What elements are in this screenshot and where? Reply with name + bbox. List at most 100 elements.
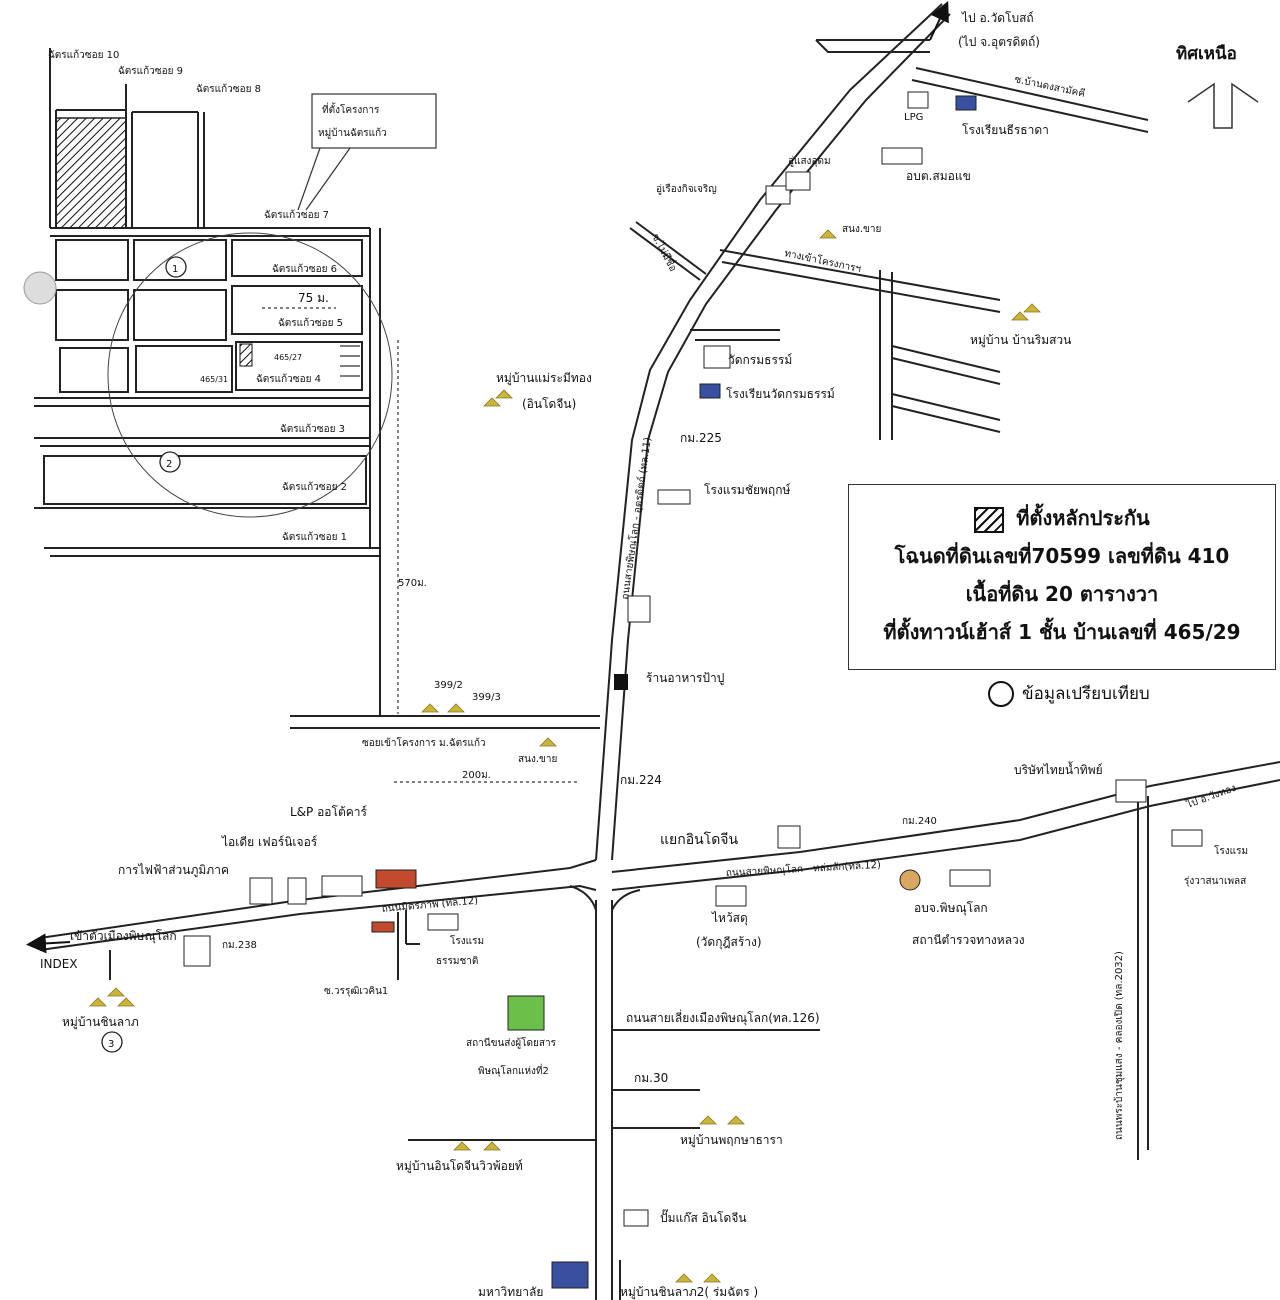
mb-chinlak2-label: หมู่บ้านชินลาภ2( ร่มฉัตร ): [620, 1285, 758, 1300]
soi-1-label: ฉัตรแก้วซอย 1: [282, 531, 347, 543]
km224-label: กม.224: [620, 773, 662, 787]
hotel-tham2-label: ธรรมชาติ: [436, 956, 478, 967]
soi-7-label: ฉัตรแก้วซอย 7: [264, 209, 329, 221]
plot-399-2-label: 399/2: [434, 680, 463, 691]
building-icons: [183, 91, 1203, 1227]
university-label: มหาวิทยาลัย: [478, 1285, 543, 1299]
legend-house: ที่ตั้งทาวน์เฮ้าส์ 1 ชั้น บ้านเลขที่ 465…: [883, 620, 1241, 644]
hatch-swatch-icon: [974, 506, 1005, 533]
company-label: บริษัทไทยน้ำทิพย์: [1014, 761, 1103, 777]
marker-2-label: 2: [166, 459, 172, 470]
marker-1: [165, 256, 187, 278]
soi-2-label: ฉัตรแก้วซอย 2: [282, 481, 347, 493]
mb-phruksa-label: หมู่บ้านพฤกษาธารา: [680, 1133, 783, 1148]
km225-label: กม.225: [680, 431, 722, 445]
police-label: สถานีตำรวจทางหลวง: [912, 933, 1025, 947]
legend-comparison-row: ข้อมูลเปรียบเทียบ: [988, 680, 1150, 707]
to-watbot-label: ไป อ.วัดโบสถ์: [961, 11, 1034, 25]
hotel-rungwa2-label: รุ่งวาสนาเพลส: [1184, 876, 1246, 887]
road12e-label: ถนนสายพิษณุโลก - หล่มสัก(ทล.12): [725, 858, 881, 879]
flag-icon: [955, 95, 977, 111]
chu-sang-label: อู่แสงอุดม: [788, 156, 831, 167]
school-teera-label: โรงเรียนธีรธาดา: [962, 123, 1049, 137]
globe-icon: [23, 271, 57, 305]
restaurant-label: ร้านอาหารป้าปู: [646, 671, 724, 686]
wat-paren-label: (วัดกุฎีสร้าง): [696, 935, 762, 950]
soi-3-label: ฉัตรแก้วซอย 3: [280, 423, 345, 435]
marker-1-label: 1: [172, 264, 178, 275]
project-box: [311, 93, 437, 149]
marker-3-label: 3: [108, 1039, 114, 1050]
idea-label: ไอเดีย เฟอร์นิเจอร์: [221, 835, 318, 849]
school-wat-label: โรงเรียนวัดกรมธรรม์: [726, 387, 835, 401]
marker-2: [159, 451, 181, 473]
flag-icon-3: [551, 1261, 589, 1289]
comparison-circle: [107, 232, 393, 518]
plot-465-27-label: 465/27: [274, 353, 302, 362]
mb-maerani-label: หมู่บ้านแม่ระมีทอง: [496, 371, 592, 386]
road2032-label: ถนนพระบ้านชุมแสง - คลองเปิด (ทล.2032): [1113, 951, 1125, 1140]
road-network: [39, 3, 1280, 1300]
to-wangthong-label: ไป อ.วังทอง: [1184, 782, 1238, 811]
soi-10-label: ฉัตรแก้วซอย 10: [48, 49, 119, 61]
mb-chinlak-label: หมู่บ้านชินลาภ: [62, 1015, 139, 1030]
soi-8-label: ฉัตรแก้วซอย 8: [196, 83, 261, 95]
pea-label: การไฟฟ้าส่วนภูมิภาค: [118, 863, 229, 878]
road126-label: ถนนสายเลี่ยงเมืองพิษณุโลก(ทล.126): [626, 1009, 820, 1026]
road-mittraphap-label: ถนนมิตรภาพ (ทล.12): [381, 896, 478, 915]
marker-3: [101, 1031, 123, 1053]
hotel-rungwa-label: โรงแรม: [1214, 844, 1248, 857]
soi-6-label: ฉัตรแก้วซอย 6: [272, 263, 337, 275]
obj-phitsanulok-label: อบจ.พิษณุโลก: [914, 901, 988, 916]
legend-collateral: ที่ตั้งหลักประกัน: [1016, 506, 1150, 530]
soi-warun-label: ซ.วรรุฒิเวคิน1: [324, 986, 388, 997]
wai-sadu-label: ไหว้สดุ: [711, 911, 748, 926]
bus-icon: [507, 995, 545, 1031]
dim-570-label: 570ม.: [398, 578, 427, 589]
mb-inthochin-label: หมู่บ้านอินโดจีนวิวพ้อยท์: [396, 1159, 523, 1174]
soi-5-label: ฉัตรแก้วซอย 5: [278, 317, 343, 329]
legend-box: ที่ตั้งหลักประกัน โฉนดที่ดินเลขที่70599 …: [848, 484, 1276, 670]
bus-station2-label: พิษณุโลกแห่งที่2: [478, 1063, 549, 1077]
soi-4-label: ฉัตรแก้วซอย 4: [256, 373, 321, 385]
plot-465-31-label: 465/31: [200, 375, 228, 384]
pumkaew-label: ปั๊มแก๊ส อินโดจีน: [660, 1209, 747, 1225]
lp-auto-label: L&P ออโต้คาร์: [290, 805, 368, 819]
soi-9-label: ฉัตรแก้วซอย 9: [118, 65, 183, 77]
snong-chai1-label: สนง.ขาย: [842, 224, 881, 235]
project-box-line2: หมู่บ้านฉัตรแก้ว: [318, 127, 387, 139]
circle-swatch-icon: [988, 681, 1014, 707]
soi-dongsam-label: ซ.บ้านดงสามัคคี: [1013, 73, 1086, 100]
snong-chai2-label: สนง.ขาย: [518, 754, 557, 765]
inthochin-paren-label: (อินโดจีน): [522, 397, 576, 411]
car-icon: [375, 869, 417, 889]
mb-rimsuan-label: หมู่บ้าน บ้านริมสวน: [970, 333, 1071, 348]
north-label: ทิศเหนือ: [1176, 44, 1237, 64]
small-car-icon: [371, 921, 395, 933]
collateral-plot: [239, 343, 253, 367]
flag-icon-2: [699, 383, 721, 399]
bus-station-label: สถานีขนส่งผู้โดยสาร: [466, 1036, 557, 1049]
legend-area: เนื้อที่ดิน 20 ตารางวา: [965, 582, 1159, 606]
arrow-to-city-icon: [26, 933, 71, 954]
hatched-block: [55, 117, 127, 229]
soi-khao-label: ซอยเข้าโครงการ ม.ฉัตรแก้ว: [362, 736, 486, 749]
north-arrow-icon: [1187, 82, 1259, 129]
village-icons: [89, 229, 1041, 1283]
lpg-label: LPG: [904, 112, 923, 123]
junction-label: แยกอินโดจีน: [660, 831, 738, 848]
to-uttaradit-label: (ไป จ.อุตรดิตถ์): [958, 35, 1040, 50]
project-box-line1: ที่ตั้งโครงการ: [322, 102, 380, 116]
wat-krom-label: วัดกรมธรรม์: [728, 353, 792, 367]
index-label: INDEX: [40, 957, 78, 971]
dim-75-label: 75 ม.: [298, 291, 329, 305]
subdivision-grid: [34, 48, 580, 783]
arrow-north-road-icon: [929, 0, 949, 41]
tang-khao-label: ทางเข้าโครงการฯ: [783, 246, 862, 275]
police-icon: [899, 869, 921, 891]
obt-somo-label: อบต.สมอแข: [906, 169, 971, 183]
plot-399-3-label: 399/3: [472, 692, 501, 703]
chu-rueang-label: อู่เรืองกิจเจริญ: [656, 183, 717, 195]
